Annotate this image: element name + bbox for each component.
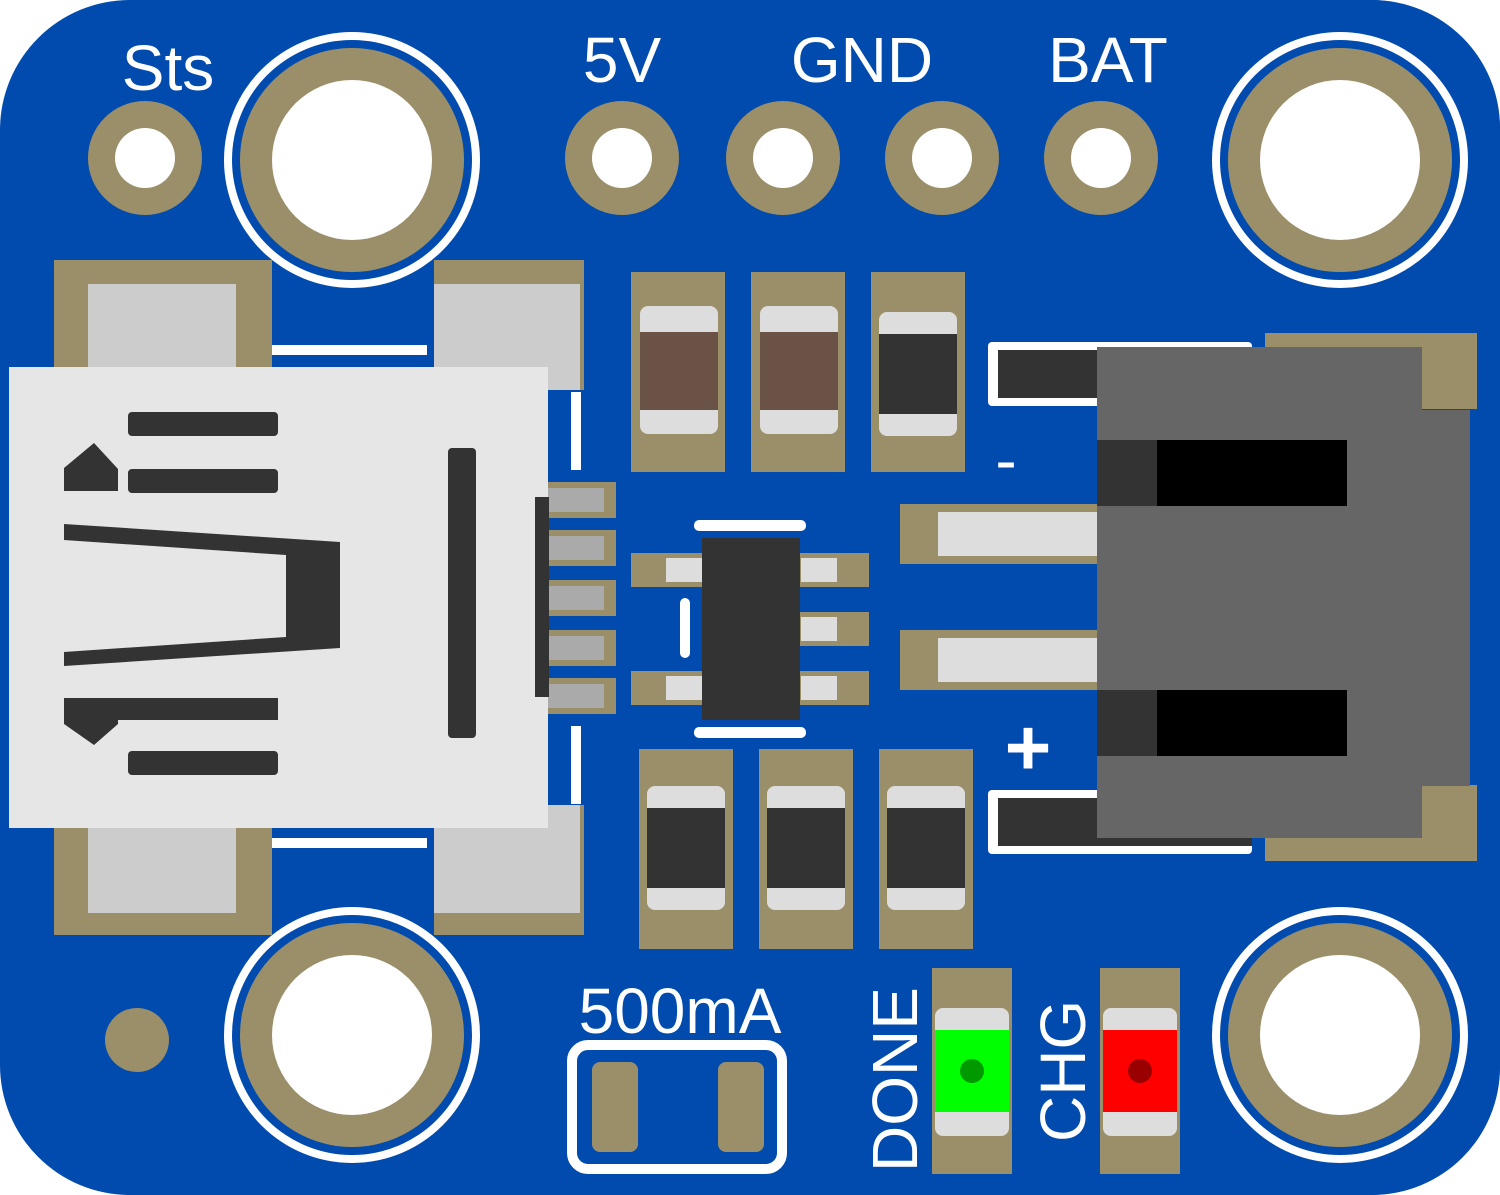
usb-data-pins (548, 482, 616, 714)
usb-outline-mark-bottom (571, 726, 581, 804)
resistor-r2 (639, 749, 733, 949)
mounting-hole-bottom-left (224, 907, 480, 1163)
pin-pad-5v (565, 101, 679, 215)
cap-c2 (751, 272, 845, 472)
label-5v: 5V (583, 24, 662, 96)
pin-pad-bat (1044, 101, 1158, 215)
led-done (932, 968, 1012, 1174)
label-500ma: 500mA (579, 975, 782, 1047)
resistor-r3 (759, 749, 853, 949)
label-battery-negative: - (995, 424, 1016, 496)
label-battery-positive: + (1005, 703, 1052, 792)
fiducial-dot (105, 1008, 169, 1072)
mounting-hole-top-left (224, 32, 480, 288)
label-sts: Sts (122, 32, 214, 104)
usb-outline-mark-top (571, 392, 581, 470)
pin-pad-gnd-1 (726, 101, 840, 215)
label-chg: CHG (1027, 1000, 1099, 1142)
pin-pad-sts (88, 101, 202, 215)
cap-c1 (631, 272, 725, 472)
charger-ic (631, 520, 869, 738)
led-chg (1100, 968, 1180, 1174)
label-done: DONE (859, 987, 931, 1172)
pin-pad-gnd-2 (885, 101, 999, 215)
jst-battery-connector (900, 333, 1477, 861)
resistor-r1 (871, 272, 965, 472)
mounting-hole-bottom-right (1212, 907, 1468, 1163)
jumper-500ma-pads (567, 1040, 787, 1174)
mounting-hole-top-right (1212, 32, 1468, 288)
mini-usb-connector (9, 367, 549, 828)
label-gnd: GND (791, 24, 933, 96)
resistor-r4 (879, 749, 973, 949)
label-bat: BAT (1048, 24, 1168, 96)
